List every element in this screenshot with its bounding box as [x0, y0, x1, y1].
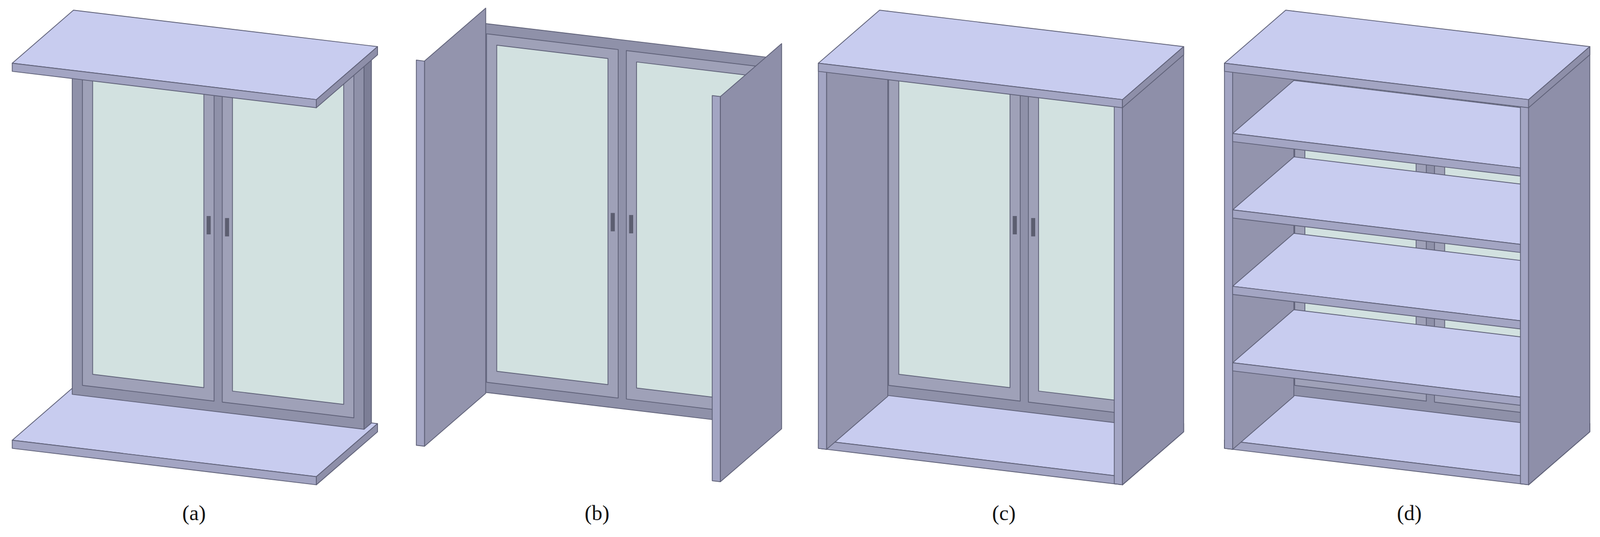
- figure-b: [416, 8, 782, 482]
- figure-label: (b): [584, 501, 610, 526]
- figure-d: [1224, 10, 1590, 485]
- figure-a: [12, 10, 378, 485]
- right-panel: [712, 43, 782, 483]
- figure-label: (c): [992, 501, 1016, 526]
- right-panel: [1520, 46, 1590, 486]
- top-panel: [1224, 10, 1590, 108]
- right-panel: [1114, 46, 1184, 486]
- top-panel: [12, 10, 378, 108]
- left-panel: [416, 8, 486, 447]
- figure-label: (d): [1396, 501, 1422, 526]
- figure-c: [818, 10, 1184, 485]
- top-panel: [818, 10, 1184, 108]
- figure-label: (a): [182, 501, 207, 526]
